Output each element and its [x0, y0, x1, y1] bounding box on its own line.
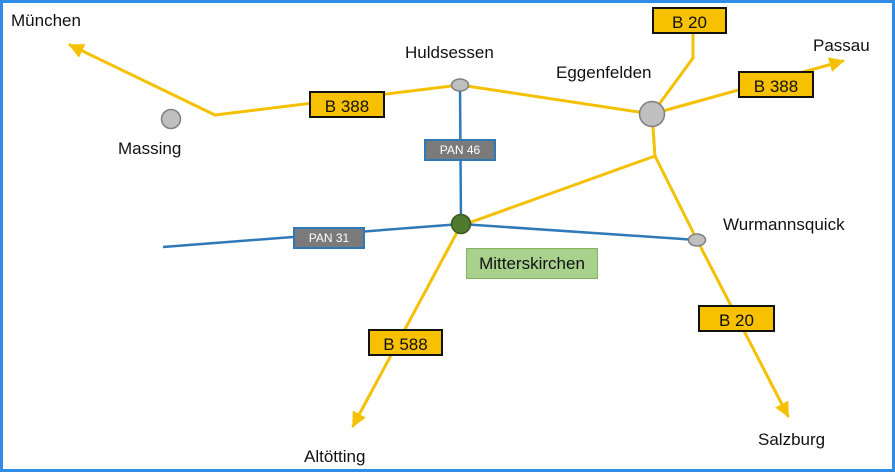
salzburg-label: Salzburg — [758, 430, 826, 449]
eggenfelden-label: Eggenfelden — [556, 63, 652, 82]
road-huldsessen-eggenfelden — [458, 83, 654, 116]
road-junction-mitterskirchen — [461, 154, 657, 227]
mitterskirchen-node — [450, 213, 472, 235]
b20-shield-south: B 20 — [698, 305, 775, 332]
massing-label: Massing — [118, 139, 182, 158]
b20-shield-north: B 20 — [652, 7, 727, 34]
huldsessen-node — [450, 78, 470, 92]
b588-shield: B 588 — [368, 329, 443, 356]
altotting-label: Altötting — [304, 447, 366, 466]
wurmannsquick-label: Wurmannsquick — [723, 215, 845, 234]
huldsessen-label: Huldsessen — [405, 43, 494, 62]
road-mitterskirchen-wurmannsquick — [460, 222, 698, 242]
mitterskirchen-label: Mitterskirchen — [466, 248, 598, 279]
passau-label: Passau — [813, 36, 870, 55]
b588-road-altotting-arrow — [351, 223, 463, 428]
eggenfelden-node — [638, 100, 666, 128]
b388-shield-east: B 388 — [738, 71, 814, 98]
b388-road-munchen-arrow — [68, 43, 217, 117]
pan31-sign: PAN 31 — [293, 227, 365, 249]
munchen-label: München — [11, 11, 81, 30]
massing-node — [160, 108, 182, 130]
b20-road-south — [653, 154, 699, 242]
b388-shield-west: B 388 — [309, 91, 385, 118]
pan46-sign: PAN 46 — [424, 139, 496, 161]
wurmannsquick-node — [687, 233, 707, 247]
